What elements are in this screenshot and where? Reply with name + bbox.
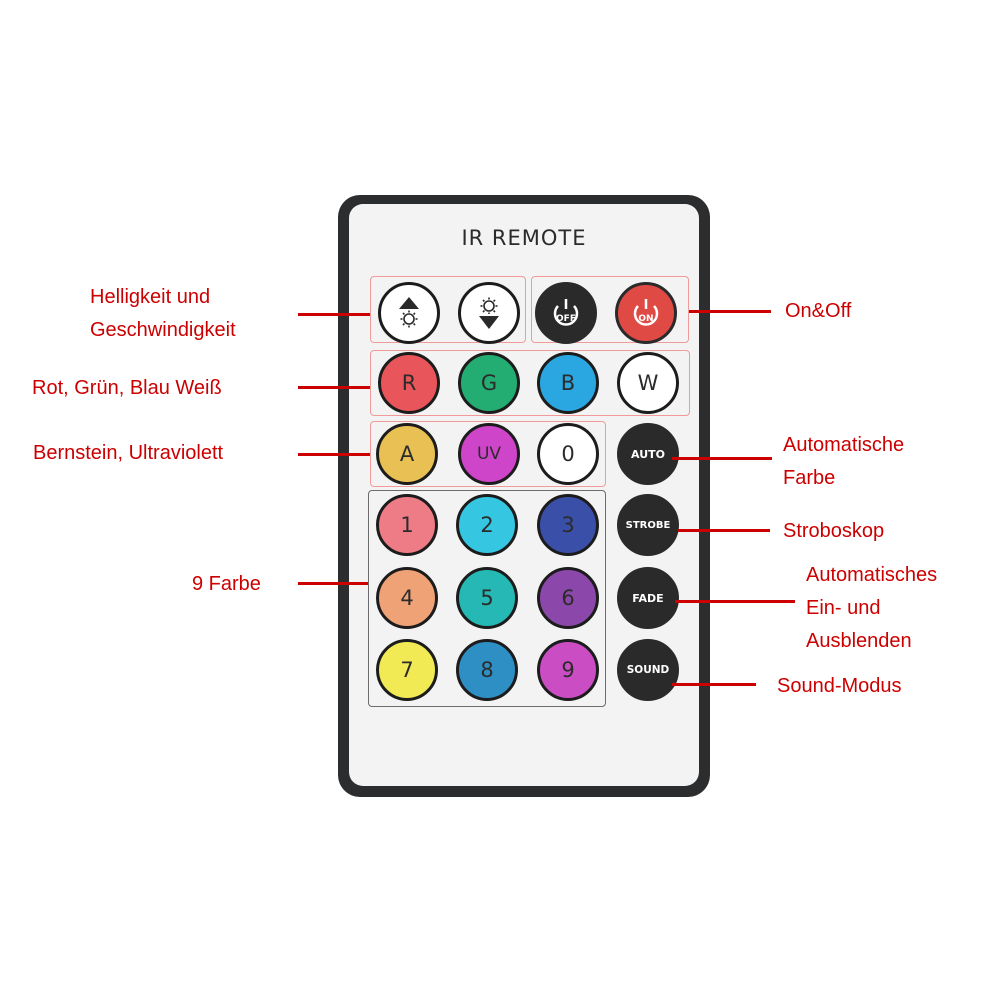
number-6-button[interactable]: 6 <box>537 567 599 629</box>
power-icon: ON <box>633 299 659 326</box>
leader-line-nine-colors <box>298 582 368 585</box>
label-brightness: Helligkeit und Geschwindigkeit <box>90 281 236 347</box>
label-auto: Automatische Farbe <box>783 429 904 495</box>
number-7-button[interactable]: 7 <box>376 639 438 701</box>
label-auto-line2: Farbe <box>783 467 836 489</box>
blue-button[interactable]: B <box>537 352 599 414</box>
red-button[interactable]: R <box>378 352 440 414</box>
sound-button[interactable]: SOUND <box>617 639 679 701</box>
label-fade-line3: Ausblenden <box>806 630 912 652</box>
white-button[interactable]: W <box>617 352 679 414</box>
amber-button[interactable]: A <box>376 423 438 485</box>
brightness-group-box <box>370 276 526 343</box>
label-brightness-line2: Geschwindigkeit <box>90 319 236 341</box>
label-nine-colors: 9 Farbe <box>192 573 261 595</box>
leader-line-strobe <box>678 529 770 532</box>
leader-line-brightness <box>298 313 370 316</box>
label-fade-line2: Ein- und <box>806 597 881 619</box>
number-8-button[interactable]: 8 <box>456 639 518 701</box>
label-sound: Sound-Modus <box>777 675 902 697</box>
off-label: OFF <box>556 314 576 324</box>
brightness-up-button[interactable] <box>378 282 440 344</box>
leader-line-auto <box>672 457 772 460</box>
uv-button[interactable]: UV <box>458 423 520 485</box>
label-fade-line1: Automatisches <box>806 564 938 586</box>
zero-button[interactable]: 0 <box>537 423 599 485</box>
number-2-button[interactable]: 2 <box>456 494 518 556</box>
label-fade: Automatisches Ein- und Ausblenden <box>806 559 937 658</box>
leader-line-onoff <box>689 310 771 313</box>
number-4-button[interactable]: 4 <box>376 567 438 629</box>
number-group-box <box>368 490 606 707</box>
number-9-button[interactable]: 9 <box>537 639 599 701</box>
green-button[interactable]: G <box>458 352 520 414</box>
brightness-up-icon <box>391 295 427 331</box>
number-1-button[interactable]: 1 <box>376 494 438 556</box>
power-group-box <box>531 276 689 343</box>
off-button[interactable]: OFF <box>535 282 597 344</box>
on-button[interactable]: ON <box>615 282 677 344</box>
power-icon: OFF <box>553 299 579 326</box>
number-5-button[interactable]: 5 <box>456 567 518 629</box>
label-onoff: On&Off <box>785 300 852 322</box>
label-rgbw: Rot, Grün, Blau Weiß <box>32 377 222 399</box>
label-brightness-line1: Helligkeit und <box>90 286 211 308</box>
on-label: ON <box>638 314 653 324</box>
label-auto-line1: Automatische <box>783 434 905 456</box>
strobe-button[interactable]: STROBE <box>617 494 679 556</box>
rgbw-group-box <box>370 350 690 416</box>
leader-line-sound <box>672 683 756 686</box>
auto-button[interactable]: AUTO <box>617 423 679 485</box>
label-strobe: Stroboskop <box>783 520 885 542</box>
leader-line-rgbw <box>298 386 370 389</box>
remote-title: IR REMOTE <box>461 226 587 250</box>
number-3-button[interactable]: 3 <box>537 494 599 556</box>
fade-button[interactable]: FADE <box>617 567 679 629</box>
brightness-down-button[interactable] <box>458 282 520 344</box>
brightness-down-icon <box>471 295 507 331</box>
leader-line-amber-uv <box>298 453 370 456</box>
label-amber-uv: Bernstein, Ultraviolett <box>33 442 224 464</box>
leader-line-fade <box>675 600 795 603</box>
amber-uv-group-box <box>370 421 606 487</box>
